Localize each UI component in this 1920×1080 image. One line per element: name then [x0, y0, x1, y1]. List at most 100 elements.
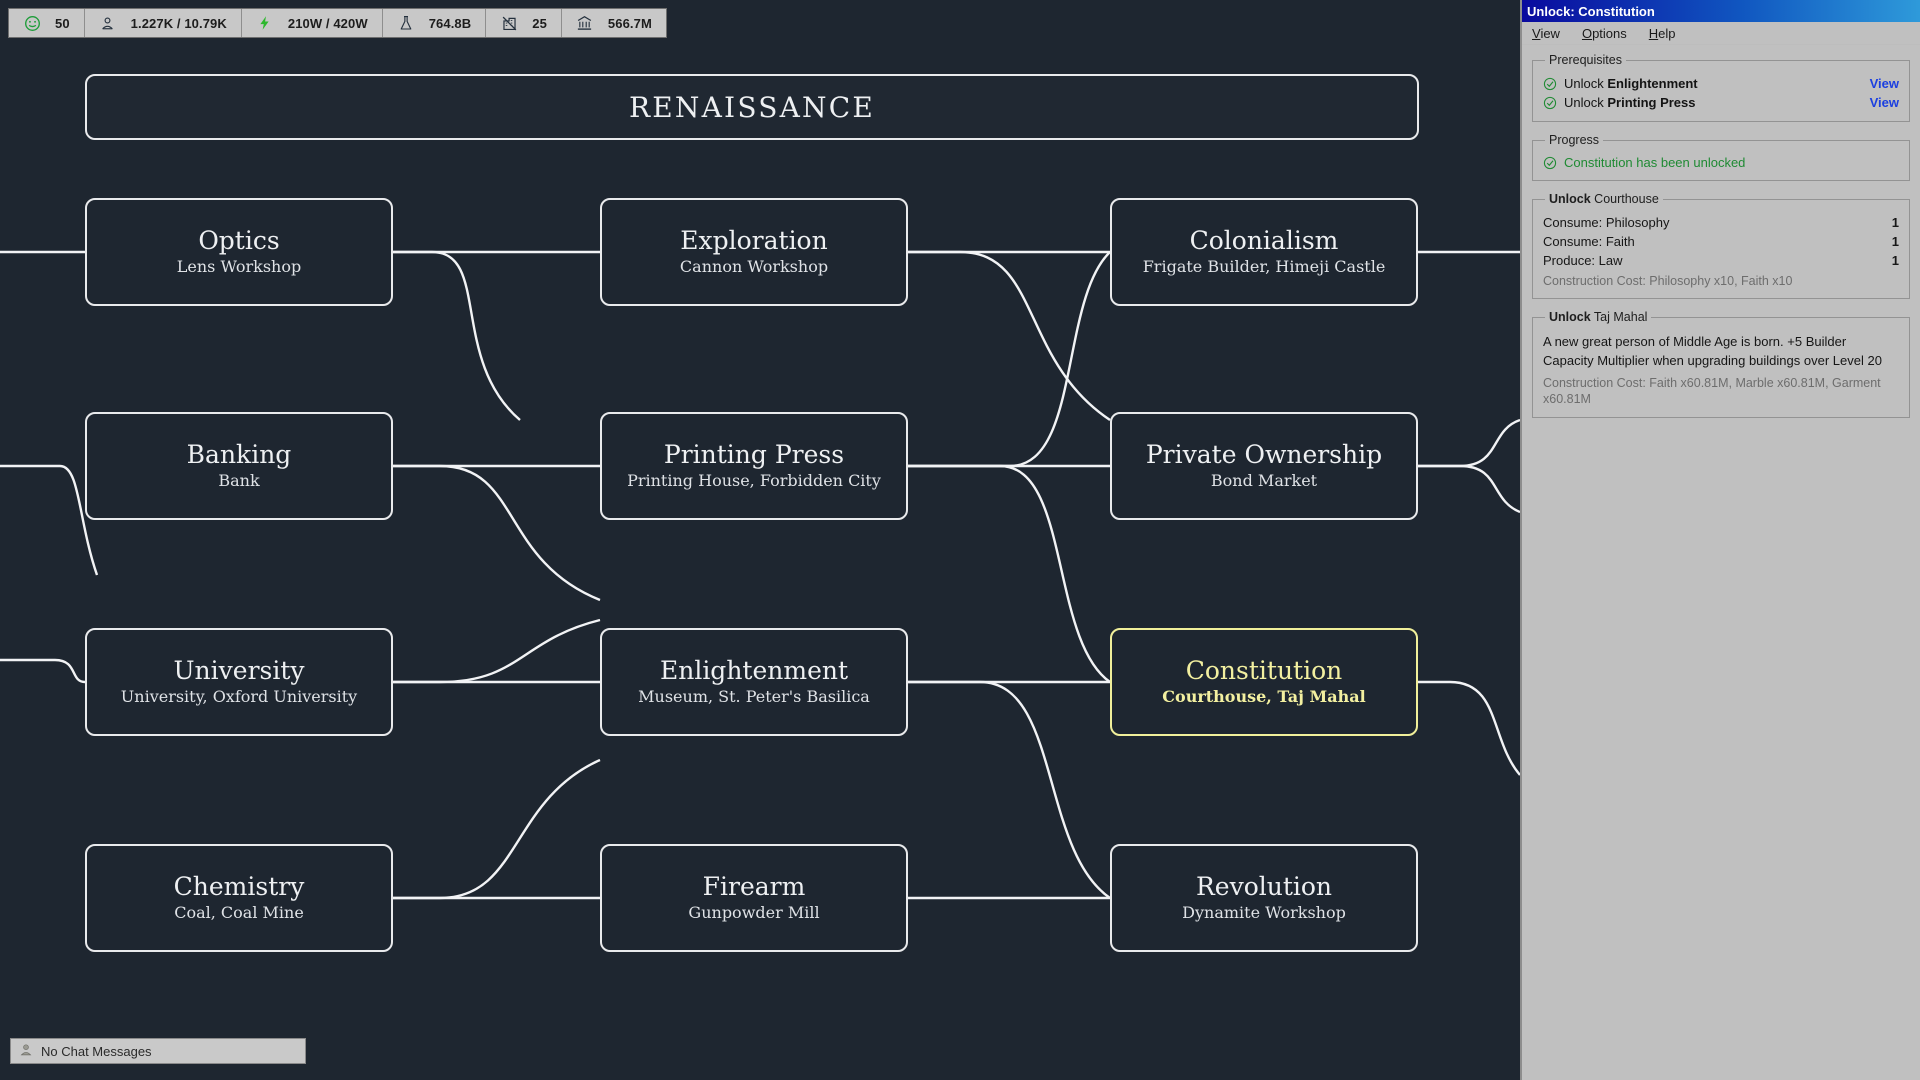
unlock-group-courthouse: Unlock Courthouse Consume: Philosophy 1 …: [1532, 192, 1910, 300]
tech-node-firearm[interactable]: Firearm Gunpowder Mill: [600, 844, 908, 952]
status-value-bank: 566.7M: [607, 15, 652, 31]
tech-tree-canvas[interactable]: 50 1.227K / 10.79K 210: [0, 0, 1520, 1080]
tech-node-banking[interactable]: Banking Bank: [85, 412, 393, 520]
tech-node-subtitle: Bond Market: [1210, 471, 1318, 491]
tech-node-title: University: [173, 656, 305, 686]
tech-node-constitution[interactable]: Constitution Courthouse, Taj Mahal: [1110, 628, 1418, 736]
status-value-science: 764.8B: [428, 15, 472, 31]
tech-node-title: Colonialism: [1189, 226, 1339, 256]
bank-icon: [576, 14, 594, 32]
power-icon: [256, 14, 274, 32]
status-item-happiness[interactable]: 50: [9, 9, 85, 37]
tech-node-university[interactable]: University University, Oxford University: [85, 628, 393, 736]
prerequisites-group: Prerequisites Unlock Enlightenment View: [1532, 53, 1910, 122]
status-item-population[interactable]: 1.227K / 10.79K: [85, 9, 242, 37]
builder-icon: [500, 14, 518, 32]
happiness-icon: [23, 14, 41, 32]
tech-node-subtitle: Dynamite Workshop: [1182, 903, 1346, 923]
status-item-builder[interactable]: 25: [486, 9, 562, 37]
check-circle-icon: [1543, 77, 1557, 91]
progress-legend: Progress: [1549, 133, 1600, 147]
status-value-population: 1.227K / 10.79K: [130, 15, 227, 31]
stat-value: 1: [1891, 234, 1899, 249]
unlock-stat-row: Consume: Philosophy 1: [1543, 213, 1899, 232]
menu-item-view[interactable]: View: [1532, 25, 1560, 41]
prerequisite-label: Unlock Printing Press: [1564, 95, 1870, 110]
stat-value: 1: [1891, 253, 1899, 268]
stat-label: Produce: Law: [1543, 253, 1623, 268]
status-item-science[interactable]: 764.8B: [383, 9, 487, 37]
status-value-happiness: 50: [55, 15, 70, 31]
chat-bar[interactable]: No Chat Messages: [10, 1038, 306, 1064]
prerequisite-row: Unlock Printing Press View: [1543, 93, 1899, 112]
tech-node-enlightenment[interactable]: Enlightenment Museum, St. Peter's Basili…: [600, 628, 908, 736]
menu-item-help[interactable]: Help: [1648, 25, 1676, 41]
status-value-builder: 25: [532, 15, 547, 31]
tech-node-subtitle: University, Oxford University: [120, 687, 358, 707]
tech-node-title: Chemistry: [173, 872, 305, 902]
unlock-legend-bold: Unlock: [1549, 310, 1591, 325]
tech-node-printing-press[interactable]: Printing Press Printing House, Forbidden…: [600, 412, 908, 520]
unlock-stat-row: Consume: Faith 1: [1543, 232, 1899, 251]
progress-text: Constitution has been unlocked: [1564, 155, 1746, 170]
stat-label: Consume: Faith: [1543, 234, 1635, 249]
panel-title: Unlock: Constitution: [1527, 3, 1655, 19]
era-title: RENAISSANCE: [629, 90, 875, 124]
unlock-legend-rest: Courthouse: [1590, 192, 1659, 206]
prereq-name: Enlightenment: [1607, 76, 1698, 91]
panel-body: Prerequisites Unlock Enlightenment View: [1522, 45, 1920, 1080]
prereq-prefix: Unlock: [1564, 76, 1608, 91]
tech-node-title: Exploration: [680, 226, 828, 256]
unlock-description: A new great person of Middle Age is born…: [1543, 334, 1882, 368]
construction-cost: Construction Cost: Faith x60.81M, Marble…: [1543, 376, 1881, 407]
tech-node-subtitle: Lens Workshop: [176, 257, 302, 277]
unlock-detail-panel: Unlock: Constitution View Options Help P…: [1520, 0, 1920, 1080]
tech-node-private-ownership[interactable]: Private Ownership Bond Market: [1110, 412, 1418, 520]
unlock-legend-bold: Unlock: [1549, 192, 1591, 206]
check-circle-icon: [1543, 156, 1557, 170]
tech-node-chemistry[interactable]: Chemistry Coal, Coal Mine: [85, 844, 393, 952]
tech-node-exploration[interactable]: Exploration Cannon Workshop: [600, 198, 908, 306]
chat-user-icon: [19, 1043, 33, 1060]
prerequisite-view-link[interactable]: View: [1869, 76, 1899, 91]
unlock-group-taj-mahal: Unlock Taj Mahal A new great person of M…: [1532, 310, 1910, 418]
panel-titlebar: Unlock: Constitution: [1522, 0, 1920, 22]
tech-node-title: Revolution: [1195, 872, 1333, 902]
tech-node-colonialism[interactable]: Colonialism Frigate Builder, Himeji Cast…: [1110, 198, 1418, 306]
progress-group: Progress Constitution has been unlocked: [1532, 133, 1910, 181]
tech-node-title: Private Ownership: [1145, 440, 1383, 470]
resource-status-bar[interactable]: 50 1.227K / 10.79K 210: [8, 8, 667, 38]
stat-value: 1: [1891, 215, 1899, 230]
panel-menubar[interactable]: View Options Help: [1522, 22, 1920, 45]
construction-cost: Construction Cost: Philosophy x10, Faith…: [1543, 274, 1793, 288]
unlock-legend: Unlock Taj Mahal: [1545, 310, 1651, 324]
status-item-bank[interactable]: 566.7M: [562, 9, 666, 37]
tech-node-subtitle: Coal, Coal Mine: [174, 903, 304, 923]
tech-node-title: Firearm: [702, 872, 806, 902]
tech-node-subtitle: Bank: [218, 471, 260, 491]
tech-node-subtitle: Gunpowder Mill: [688, 903, 820, 923]
status-value-power: 210W / 420W: [287, 15, 368, 31]
chat-bar-label: No Chat Messages: [41, 1043, 152, 1059]
tech-node-title: Printing Press: [663, 440, 845, 470]
tech-node-title: Constitution: [1185, 656, 1343, 686]
tech-node-subtitle: Printing House, Forbidden City: [627, 471, 881, 491]
prereq-prefix: Unlock: [1564, 95, 1608, 110]
tech-node-subtitle: Courthouse, Taj Mahal: [1162, 687, 1366, 707]
science-icon: [397, 14, 415, 32]
check-circle-icon: [1543, 96, 1557, 110]
tech-node-subtitle: Museum, St. Peter's Basilica: [638, 687, 870, 707]
progress-row: Constitution has been unlocked: [1543, 154, 1899, 171]
tech-node-subtitle: Frigate Builder, Himeji Castle: [1142, 257, 1386, 277]
prerequisites-legend: Prerequisites: [1549, 53, 1622, 67]
era-banner: RENAISSANCE: [85, 74, 1419, 140]
tech-node-optics[interactable]: Optics Lens Workshop: [85, 198, 393, 306]
tech-node-title: Banking: [186, 440, 292, 470]
unlock-legend-rest: Taj Mahal: [1590, 310, 1648, 325]
status-item-power[interactable]: 210W / 420W: [242, 9, 383, 37]
prerequisite-view-link[interactable]: View: [1869, 95, 1899, 110]
stat-label: Consume: Philosophy: [1543, 215, 1670, 230]
menu-item-options[interactable]: Options: [1581, 25, 1627, 41]
tech-node-revolution[interactable]: Revolution Dynamite Workshop: [1110, 844, 1418, 952]
